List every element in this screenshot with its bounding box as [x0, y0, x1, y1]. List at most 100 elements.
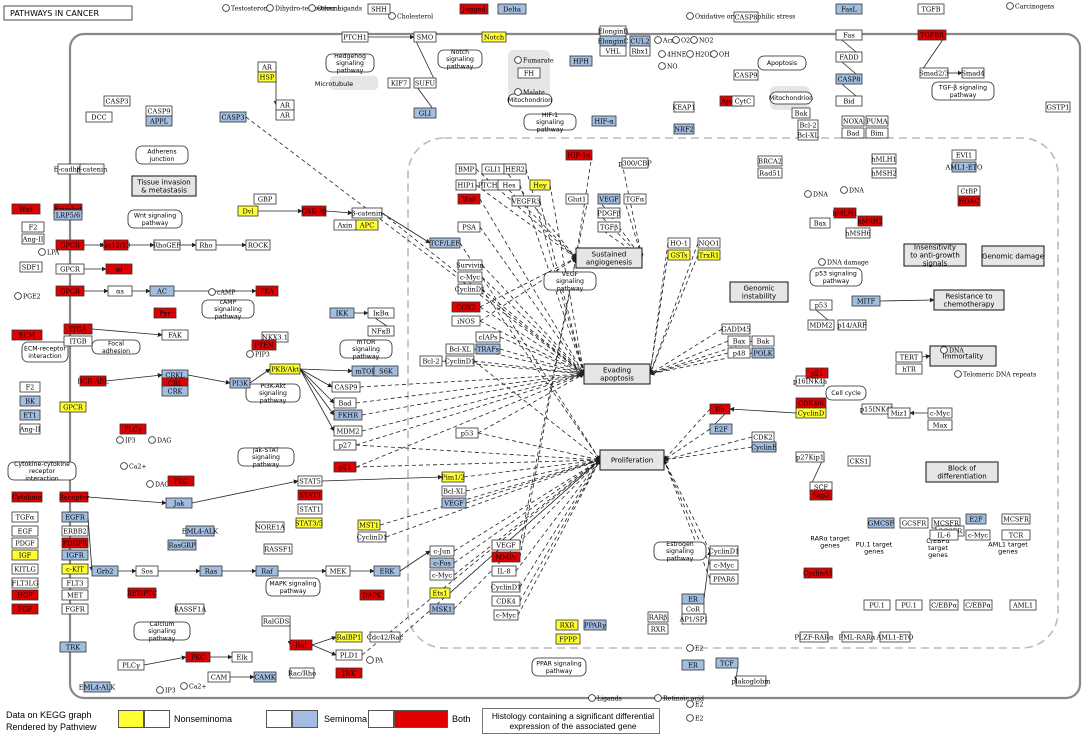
gene-node-ctbp[interactable]: CtBP [957, 185, 981, 197]
gene-node-gpcr[interactable]: GPCR [55, 263, 85, 275]
gene-node-rxr[interactable]: RXR [647, 623, 669, 635]
gene-node-pml-rar[interactable]: PML-RARα [839, 631, 876, 643]
gene-node-itgb[interactable]: ITGB [63, 335, 93, 347]
gene-node-mcsfr[interactable]: MCSFR [1001, 513, 1031, 525]
compound-ip3[interactable]: IP3 [156, 686, 176, 695]
gene-node-c-myc[interactable]: c-Myc [493, 609, 519, 621]
gene-node-smad2-3[interactable]: Smad2/3 [919, 67, 949, 79]
gene-node-pten[interactable]: PTEN [251, 339, 277, 351]
gene-node-glut1[interactable]: Glut1 [565, 193, 589, 205]
gene-node-gpcr[interactable]: GPCR [55, 239, 85, 251]
gene-node-tgf[interactable]: TGFα [623, 193, 647, 205]
gene-node-cdk4[interactable]: CDK4 [491, 595, 521, 607]
gene-node-fppp[interactable]: FPPP [555, 633, 581, 645]
gene-node-raf[interactable]: Raf [255, 565, 279, 577]
gene-node-fak[interactable]: FAK [161, 329, 189, 341]
gene-node-rassf1a[interactable]: RASSF1A [174, 603, 206, 615]
gene-node-trxr1[interactable]: TrxR1 [697, 249, 721, 261]
gene-node-axin[interactable]: Axin [333, 219, 357, 231]
gene-node-kitlg[interactable]: KITLG [11, 563, 39, 575]
compound-pip3[interactable]: PIP3 [246, 350, 270, 359]
gene-node-skp2[interactable]: Skp2 [809, 489, 833, 501]
gene-node-p27kip1[interactable]: p27Kip1 [795, 451, 825, 463]
pathway-link-cell-cycle[interactable]: Cell cycle [825, 385, 867, 401]
gene-node-ppar[interactable]: PPARγ [583, 619, 607, 631]
gene-node-hip1[interactable]: HIP1 [455, 179, 477, 191]
gene-node-sos[interactable]: Sos [135, 565, 159, 577]
gene-node-bax[interactable]: Bax [809, 217, 831, 229]
gene-node-trk[interactable]: TRK [59, 641, 87, 653]
gene-node-mdm2[interactable]: MDM2 [807, 319, 835, 331]
compound-dna-damage[interactable]: DNA damage [818, 258, 869, 267]
gene-node-miz1[interactable]: Miz1 [887, 407, 911, 419]
gene-node-htr[interactable]: hTR [895, 363, 923, 375]
compound-dna[interactable]: DNA [804, 190, 829, 199]
gene-node-pdgf[interactable]: PDGFβ [597, 207, 621, 219]
gene-node-crk[interactable]: CRK [161, 385, 189, 397]
gene-node-gsk-3[interactable]: GSK-3β [301, 205, 327, 217]
gene-node-vegf[interactable]: VEGF [441, 497, 467, 509]
gene-node-hmsh6[interactable]: hMSH6 [845, 227, 871, 239]
gene-node-catenin[interactable]: β-catenin [352, 207, 384, 219]
gene-node-casp9[interactable]: CASP9 [145, 105, 173, 117]
gene-node-aml1[interactable]: AML1 [1009, 599, 1037, 611]
gene-node-cox2[interactable]: COX2 [451, 301, 481, 313]
gene-node-cycline[interactable]: CyclinE [751, 441, 777, 453]
gene-node-e2f[interactable]: E2F [965, 513, 987, 525]
gene-node-jnk[interactable]: JNK [335, 667, 363, 679]
gene-node-casp9[interactable]: CASP9 [331, 381, 361, 393]
gene-node-fgfr[interactable]: FGFR [61, 603, 89, 615]
gene-node-rasgrp[interactable]: RasGRP [167, 539, 197, 551]
gene-node-fas[interactable]: Fas [835, 29, 863, 41]
gene-node-c-myc[interactable]: c-Myc [709, 559, 739, 571]
gene-node-bak[interactable]: Bak [791, 107, 811, 119]
gene-node-gbp[interactable]: GBP [253, 193, 277, 205]
gene-node-catenin[interactable]: β-catenin [77, 163, 109, 175]
process-tissue-invasion-metastasis[interactable]: Tissue invasion& metastasis [131, 175, 197, 197]
gene-node-gli1[interactable]: GLI1 [481, 163, 505, 175]
compound-dag[interactable]: DAG [148, 436, 172, 445]
gene-node-survivin[interactable]: Survivin [456, 259, 485, 271]
gene-node-itga[interactable]: ITGA [63, 323, 93, 335]
compound-dna[interactable]: DNA [940, 346, 965, 355]
gene-node-plzf-rar[interactable]: PLZF-RARα [794, 631, 834, 643]
gene-node-fadd[interactable]: FADD [835, 51, 863, 63]
compound-lpa[interactable]: LPA [38, 248, 60, 257]
gene-node-p53[interactable]: p53 [809, 299, 833, 311]
gene-node-bid[interactable]: Bid [835, 95, 863, 107]
gene-node-jak[interactable]: Jak [165, 497, 193, 509]
gene-node-vhl[interactable]: VHL [599, 45, 627, 57]
gene-node-psa[interactable]: PSA [457, 221, 481, 233]
gene-node-bcl-2[interactable]: Bcl-2 [419, 355, 443, 367]
gene-node-tert[interactable]: TERT [895, 351, 923, 363]
gene-node-noxa[interactable]: NOXA [841, 115, 865, 127]
gene-node-casp8[interactable]: CASP8 [733, 11, 759, 23]
gene-node-her2[interactable]: HER2 [503, 163, 527, 175]
gene-node-nore1a[interactable]: NORE1A [255, 521, 285, 533]
gene-node-er[interactable]: ER [681, 659, 705, 671]
gene-node-smo[interactable]: SMO [413, 31, 437, 43]
gene-node-rad51[interactable]: Rad51 [757, 167, 783, 179]
gene-node-cdk4-6[interactable]: CDK4/6 [795, 397, 827, 409]
gene-node-pim1-2[interactable]: Pim1/2 [441, 471, 465, 483]
gene-node-p53[interactable]: p53 [455, 427, 479, 439]
gene-node-wnt[interactable]: Wnt [11, 203, 41, 215]
gene-node-vegfr3[interactable]: VEGFR3 [511, 195, 541, 207]
compound-h2o2[interactable]: H2O2 [686, 50, 714, 59]
compound-no[interactable]: NO [658, 62, 678, 71]
gene-node-p21[interactable]: p21 [333, 461, 357, 473]
gene-node-ang-ii[interactable]: Ang-II [19, 423, 41, 435]
gene-node-rock[interactable]: ROCK [245, 239, 271, 251]
gene-node-appl[interactable]: APPL [145, 115, 173, 127]
pathway-link-mitochondrion[interactable]: Mitochondrion [769, 91, 813, 105]
